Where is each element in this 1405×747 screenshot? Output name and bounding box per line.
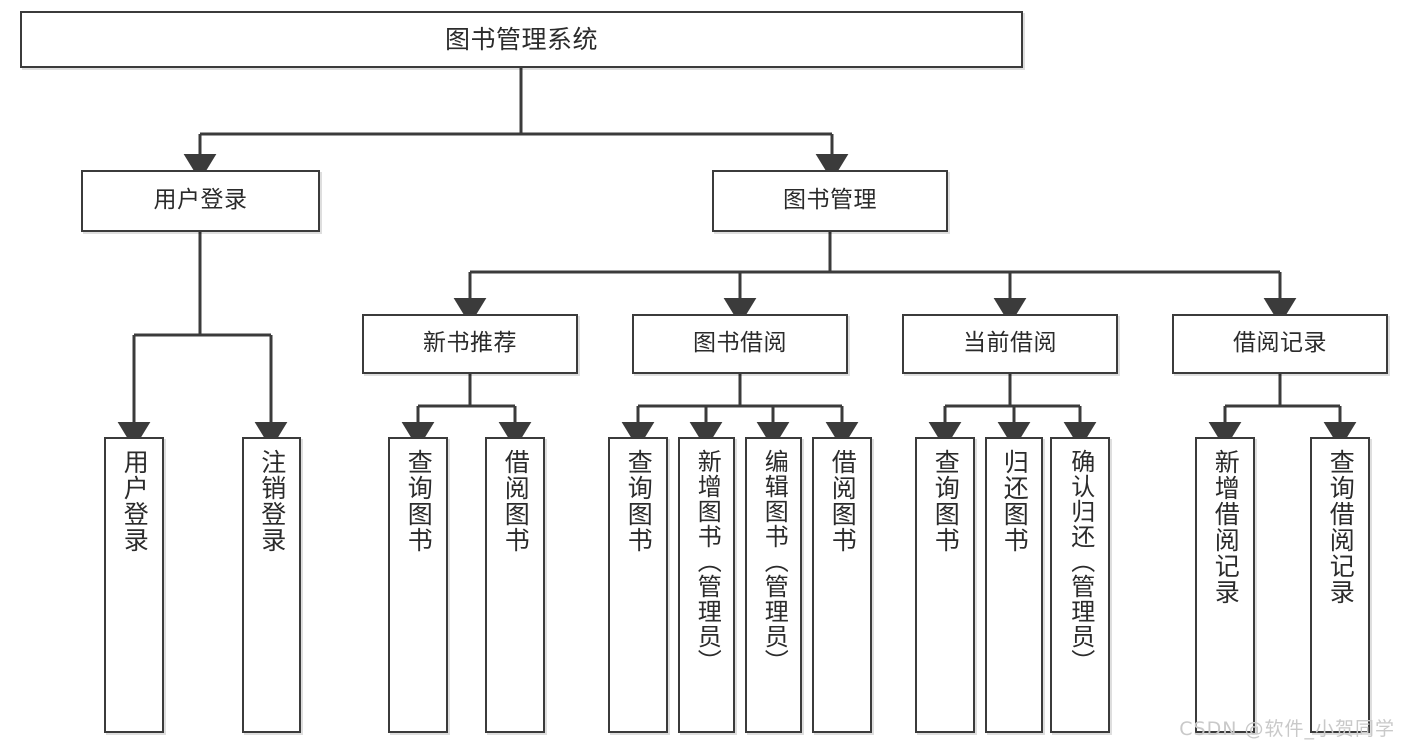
node-leaf-borrow-book-recommend[interactable]: 借阅图书 — [485, 437, 545, 733]
node-leaf-user-login[interactable]: 用户登录 — [104, 437, 164, 733]
node-label: 确认归还（管理员） — [1066, 449, 1095, 674]
node-label: 用户登录 — [153, 187, 248, 214]
node-root-system[interactable]: 图书管理系统 — [20, 11, 1023, 68]
node-label: 编辑图书（管理员） — [760, 449, 789, 674]
node-label: 新增借阅记录 — [1211, 449, 1241, 605]
node-label: 新书推荐 — [423, 330, 517, 357]
node-borrow-record[interactable]: 借阅记录 — [1172, 314, 1388, 374]
node-leaf-query-book-recommend[interactable]: 查询图书 — [388, 437, 448, 733]
node-label: 借阅图书 — [501, 449, 531, 553]
node-label: 借阅图书 — [828, 449, 858, 553]
node-label: 查询借阅记录 — [1326, 449, 1356, 605]
node-leaf-query-book-borrow[interactable]: 查询图书 — [608, 437, 668, 733]
node-new-book-recommend[interactable]: 新书推荐 — [362, 314, 578, 374]
node-label: 用户登录 — [120, 449, 150, 553]
node-label: 新增图书（管理员） — [693, 449, 722, 674]
node-label: 查询图书 — [624, 449, 654, 553]
node-label: 查询图书 — [404, 449, 434, 553]
node-leaf-query-borrow-record[interactable]: 查询借阅记录 — [1310, 437, 1370, 733]
node-label: 当前借阅 — [963, 330, 1057, 357]
node-book-borrow[interactable]: 图书借阅 — [632, 314, 848, 374]
node-current-borrow[interactable]: 当前借阅 — [902, 314, 1118, 374]
node-user-login[interactable]: 用户登录 — [81, 170, 320, 232]
node-leaf-add-book[interactable]: 新增图书（管理员） — [678, 437, 735, 733]
node-label: 图书借阅 — [693, 330, 787, 357]
watermark: CSDN @软件_小贺同学 — [1179, 718, 1395, 740]
node-label: 图书管理 — [783, 187, 877, 214]
node-leaf-edit-book[interactable]: 编辑图书（管理员） — [745, 437, 802, 733]
node-label: 查询图书 — [931, 449, 961, 553]
node-leaf-return-book[interactable]: 归还图书 — [985, 437, 1043, 733]
node-leaf-borrow-book[interactable]: 借阅图书 — [812, 437, 872, 733]
node-label: 图书管理系统 — [444, 24, 598, 54]
node-label: 借阅记录 — [1233, 330, 1327, 357]
node-leaf-confirm-return[interactable]: 确认归还（管理员） — [1050, 437, 1110, 733]
node-leaf-logout[interactable]: 注销登录 — [242, 437, 301, 733]
node-label: 归还图书 — [1000, 449, 1030, 553]
node-book-manage[interactable]: 图书管理 — [712, 170, 948, 232]
node-label: 注销登录 — [257, 449, 287, 553]
node-leaf-query-book-current[interactable]: 查询图书 — [915, 437, 975, 733]
node-leaf-add-borrow-record[interactable]: 新增借阅记录 — [1195, 437, 1255, 733]
